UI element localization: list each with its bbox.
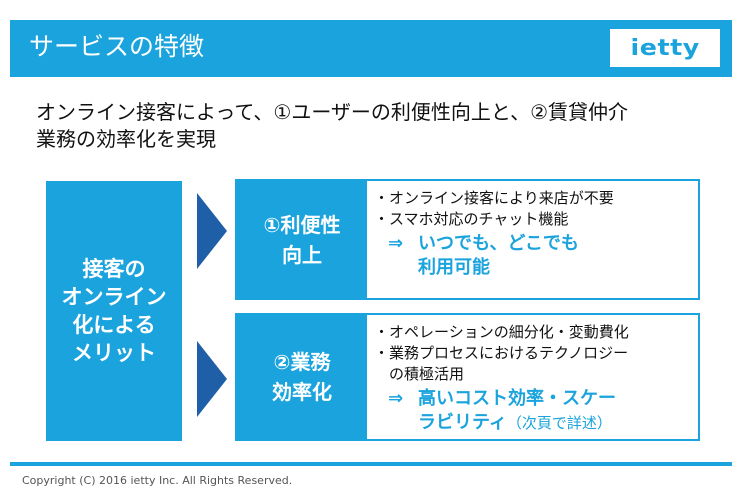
bullet-item: ・オンライン接客により来店が不要 [374,189,614,207]
flow-arrow-icon [197,193,227,269]
double-right-arrow-icon: ⇒ [388,233,404,254]
result-main-text: 高いコスト効率・スケー ラビリティ [418,388,616,433]
result-line: ⇒ 高いコスト効率・スケー ラビリティ（次頁で詳述） [374,387,692,435]
result-text: 高いコスト効率・スケー ラビリティ（次頁で詳述） [418,387,616,435]
panel-label-text: ①利便性 向上 [263,212,341,267]
bullet-item: ・スマホ対応のチャット機能 [374,210,569,228]
double-right-arrow-icon: ⇒ [388,388,404,409]
efficiency-panel: ②業務 効率化 ・オペレーションの細分化・変動費化 ・業務プロセスにおけるテクノ… [235,313,700,441]
convenience-panel: ①利便性 向上 ・オンライン接客により来店が不要 ・スマホ対応のチャット機能 ⇒… [235,179,700,300]
merit-box: 接客の オンライン 化による メリット [46,181,182,441]
result-note: （次頁で詳述） [506,414,612,432]
panel-label-text: ②業務 効率化 [272,350,332,404]
bullet-item: ・オペレーションの細分化・変動費化 [374,323,629,341]
bullet-item: ・業務プロセスにおけるテクノロジー の積極活用 [374,344,629,383]
header-bar: サービスの特徴 ietty [10,20,732,77]
ietty-logo: ietty [610,29,720,67]
panel-label: ②業務 効率化 [237,315,367,439]
intro-text: オンライン接客によって、①ユーザーの利便性向上と、②賃貸仲介 業務の効率化を実現 [36,100,629,151]
footer-divider [10,462,732,466]
result-text: いつでも、どこでも 利用可能 [418,233,579,278]
panel-content: ・オペレーションの細分化・変動費化 ・業務プロセスにおけるテクノロジー の積極活… [374,322,692,435]
panel-content: ・オンライン接客により来店が不要 ・スマホ対応のチャット機能 ⇒ いつでも、どこ… [374,188,692,280]
panel-label: ①利便性 向上 [237,181,367,298]
result-line: ⇒ いつでも、どこでも 利用可能 [374,232,692,280]
flow-arrow-icon [197,341,227,417]
page-title: サービスの特徴 [29,32,205,61]
logo-text: ietty [630,35,700,61]
merit-box-text: 接客の オンライン 化による メリット [61,257,167,365]
copyright-text: Copyright (C) 2016 ietty Inc. All Rights… [22,474,293,487]
